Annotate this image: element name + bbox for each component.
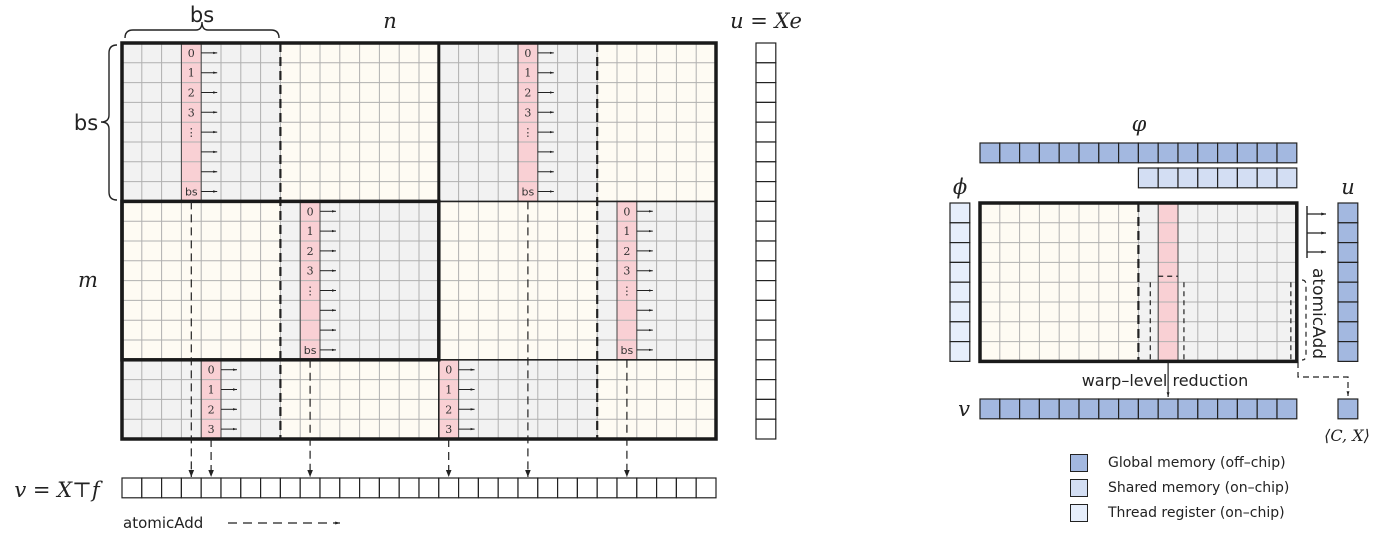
thread-index-label: 0 bbox=[445, 364, 452, 377]
thread-index-label: 0 bbox=[307, 205, 314, 218]
legend: Global memory (off–chip) Shared memory (… bbox=[1070, 450, 1289, 525]
thread-index-label: ⋮ bbox=[522, 126, 533, 139]
cx-reduction-arrow bbox=[1297, 362, 1350, 396]
brace-top-icon bbox=[124, 21, 280, 39]
thread-index-label: 1 bbox=[623, 225, 630, 238]
legend-label: Thread register (on–chip) bbox=[1108, 504, 1285, 521]
u-equals-xe-label: u = Xe bbox=[730, 9, 802, 33]
varphi-vector bbox=[979, 142, 1298, 164]
thread-index-label: 3 bbox=[208, 423, 215, 436]
thread-index-label: 1 bbox=[445, 384, 452, 397]
thread-index-label: 2 bbox=[524, 87, 531, 100]
thread-index-label: 0 bbox=[188, 47, 195, 60]
thread-index-label: 2 bbox=[188, 87, 195, 100]
thread-index-label: 1 bbox=[307, 225, 314, 238]
shared-memory-swatch-icon bbox=[1070, 478, 1088, 497]
thread-index-label: ⋮ bbox=[186, 126, 197, 139]
thread-index-label: 1 bbox=[208, 384, 215, 397]
legend-item-register: Thread register (on–chip) bbox=[1070, 500, 1289, 525]
thread-index-label: 0 bbox=[208, 364, 215, 377]
thread-index-label: bs bbox=[185, 186, 198, 199]
right-block bbox=[978, 201, 1299, 364]
thread-index-label: 1 bbox=[524, 67, 531, 80]
thread-index-label: 3 bbox=[188, 106, 195, 119]
thread-index-label: 1 bbox=[188, 67, 195, 80]
legend-label: Shared memory (on–chip) bbox=[1108, 479, 1290, 496]
v-vector bbox=[121, 477, 717, 499]
v-label: v bbox=[958, 397, 970, 421]
thread-index-label: 3 bbox=[623, 265, 630, 278]
bs-top-label: bs bbox=[190, 3, 214, 27]
atomic-add-label: atomicAdd bbox=[123, 514, 203, 532]
global-memory-swatch-icon bbox=[1070, 453, 1088, 472]
atomic-add-vertical-label: atomicAdd bbox=[1308, 268, 1328, 359]
n-label: n bbox=[383, 9, 397, 33]
left-matrix bbox=[120, 41, 718, 477]
v-result-vector bbox=[979, 398, 1298, 420]
u-vector bbox=[755, 42, 777, 440]
active-block-highlight bbox=[120, 199, 441, 362]
thread-index-label: 3 bbox=[445, 423, 452, 436]
thread-index-label: 2 bbox=[307, 245, 314, 258]
thread-register-swatch-icon bbox=[1070, 503, 1088, 522]
thread-index-label: bs bbox=[304, 344, 317, 357]
thread-index-label: bs bbox=[621, 344, 634, 357]
cx-result-cell bbox=[1337, 398, 1359, 420]
thread-index-label: 0 bbox=[623, 205, 630, 218]
thread-index-label: bs bbox=[522, 186, 535, 199]
legend-item-shared: Shared memory (on–chip) bbox=[1070, 475, 1289, 500]
warp-level-reduction-label: warp–level reduction bbox=[1082, 371, 1249, 390]
legend-item-global: Global memory (off–chip) bbox=[1070, 450, 1289, 475]
thread-index-label: ⋮ bbox=[621, 285, 632, 298]
phi-vector bbox=[949, 202, 971, 363]
cx-label: ⟨C, X⟩ bbox=[1324, 426, 1370, 445]
thread-index-label: 2 bbox=[623, 245, 630, 258]
thread-index-label: 2 bbox=[445, 403, 452, 416]
phi-label: ϕ bbox=[953, 175, 967, 199]
u-label: u bbox=[1341, 175, 1355, 199]
m-label: m bbox=[78, 268, 98, 292]
thread-index-label: 3 bbox=[524, 106, 531, 119]
u-result-vector bbox=[1337, 202, 1359, 363]
legend-label: Global memory (off–chip) bbox=[1108, 454, 1286, 471]
varphi-label: φ bbox=[1132, 112, 1147, 136]
v-equals-xtf-label: v = X⊤f bbox=[14, 478, 103, 502]
thread-index-label: 0 bbox=[524, 47, 531, 60]
thread-index-label: ⋮ bbox=[305, 285, 316, 298]
bs-left-label: bs bbox=[74, 111, 98, 135]
thread-index-label: 3 bbox=[307, 265, 314, 278]
brace-left-icon bbox=[100, 44, 118, 201]
thread-index-label: 2 bbox=[208, 403, 215, 416]
varphi-shared-vector bbox=[1137, 167, 1298, 189]
